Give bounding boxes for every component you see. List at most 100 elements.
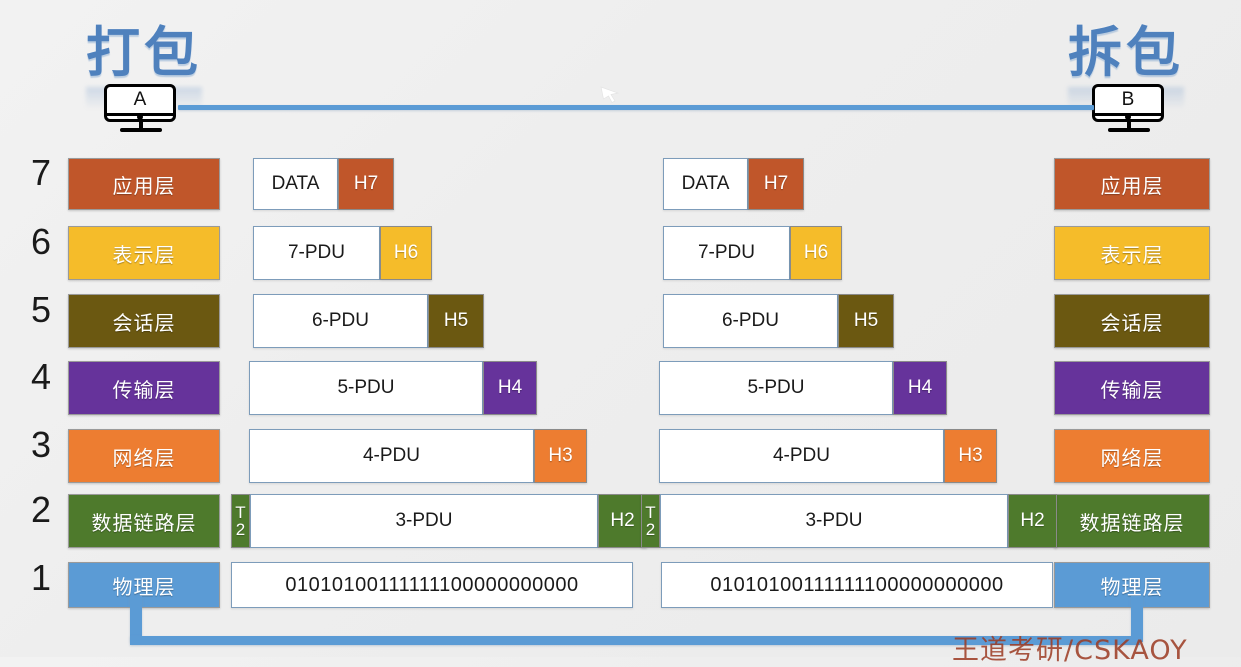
pdu-header-h3: H3 <box>534 429 587 483</box>
trailer-line-1: T <box>235 502 246 522</box>
layer-name-label: 表示层 <box>112 242 176 267</box>
layer-name-box-7-right[interactable]: 应用层 <box>1054 158 1210 210</box>
layer-number-4: 4 <box>30 356 52 397</box>
pdu-body-1: 01010100111111100000000000 <box>231 562 633 608</box>
pdu-packet-layer-4-right[interactable]: 5-PDU H4 <box>659 361 947 415</box>
host-b-label: B <box>1121 89 1135 110</box>
pdu-body-4: 5-PDU <box>659 361 893 415</box>
host-a-label: A <box>133 89 147 110</box>
pdu-body-7: DATA <box>253 158 338 210</box>
layer-name-box-2-left[interactable]: 数据链路层 <box>68 494 220 548</box>
pdu-body-4: 5-PDU <box>249 361 483 415</box>
pdu-body-2: 3-PDU <box>660 494 1008 548</box>
layer-name-box-3-right[interactable]: 网络层 <box>1054 429 1210 483</box>
layer-number-7: 7 <box>30 152 52 193</box>
pdu-header-h5: H5 <box>428 294 484 348</box>
trailer-line-2: 2 <box>235 520 246 539</box>
osi-row-layer-4: 4 传输层 传输层 5-PDU H4 5-PDU H4 <box>0 356 1241 415</box>
pdu-packet-layer-5-right[interactable]: 6-PDU H5 <box>663 294 894 348</box>
layer-name-box-6-right[interactable]: 表示层 <box>1054 226 1210 280</box>
layer-name-label: 物理层 <box>1100 574 1164 599</box>
pdu-header-label: H7 <box>763 173 789 194</box>
connector-horizontal <box>130 636 1140 645</box>
layer-number-6: 6 <box>30 221 52 262</box>
layer-name-label: 应用层 <box>112 173 176 198</box>
layer-name-box-6-left[interactable]: 表示层 <box>68 226 220 280</box>
layer-name-label: 数据链路层 <box>91 510 197 535</box>
pdu-body-3: 4-PDU <box>659 429 944 483</box>
bit-stream-label: 01010100111111100000000000 <box>710 573 1004 596</box>
pdu-body-label: 3-PDU <box>395 510 453 531</box>
osi-row-layer-5: 5 会话层 会话层 6-PDU H5 6-PDU H5 <box>0 289 1241 348</box>
layer-name-label: 传输层 <box>1100 377 1164 402</box>
pdu-body-label: 7-PDU <box>697 242 755 263</box>
layer-name-box-2-right[interactable]: 数据链路层 <box>1054 494 1210 548</box>
host-b-computer-icon: B <box>1092 84 1168 136</box>
layer-name-box-7-left[interactable]: 应用层 <box>68 158 220 210</box>
layer-name-box-5-right[interactable]: 会话层 <box>1054 294 1210 348</box>
pdu-body-label: 6-PDU <box>721 310 779 331</box>
pdu-body-1: 01010100111111100000000000 <box>661 562 1053 608</box>
layer-name-label: 会话层 <box>1100 310 1164 335</box>
pdu-header-h5: H5 <box>838 294 894 348</box>
pdu-header-label: H6 <box>803 242 829 263</box>
pdu-body-label: 6-PDU <box>311 310 369 331</box>
layer-name-box-4-right[interactable]: 传输层 <box>1054 361 1210 415</box>
pdu-header-label: H4 <box>907 377 933 398</box>
mouse-pointer-icon <box>600 86 620 103</box>
pdu-body-6: 7-PDU <box>663 226 790 280</box>
pdu-header-h2: H2 <box>1008 494 1057 548</box>
monitor-stand-neck <box>138 122 143 129</box>
pdu-body-5: 6-PDU <box>663 294 838 348</box>
layer-name-label: 表示层 <box>1100 242 1164 267</box>
pdu-body-label: DATA <box>271 173 320 194</box>
pdu-packet-layer-1-right[interactable]: 01010100111111100000000000 <box>661 562 1053 608</box>
pdu-header-h4: H4 <box>483 361 537 415</box>
connector-left-drop <box>130 596 142 642</box>
pdu-packet-layer-4-left[interactable]: 5-PDU H4 <box>249 361 537 415</box>
pdu-body-label: DATA <box>681 173 730 194</box>
pdu-header-label: H2 <box>610 510 635 531</box>
pdu-packet-layer-3-right[interactable]: 4-PDU H3 <box>659 429 997 483</box>
pdu-body-label: 4-PDU <box>772 445 830 466</box>
host-to-host-link-line <box>178 105 1094 110</box>
pdu-header-h2: H2 <box>598 494 647 548</box>
pdu-packet-layer-6-right[interactable]: 7-PDU H6 <box>663 226 842 280</box>
pdu-packet-layer-5-left[interactable]: 6-PDU H5 <box>253 294 484 348</box>
pdu-header-h7: H7 <box>338 158 394 210</box>
pdu-packet-layer-7-left[interactable]: DATA H7 <box>253 158 394 210</box>
unpacking-title: 拆包 <box>1068 8 1184 87</box>
pdu-body-6: 7-PDU <box>253 226 380 280</box>
host-a-computer-icon: A <box>104 84 180 136</box>
layer-number-5: 5 <box>30 289 52 330</box>
layer-name-box-1-left[interactable]: 物理层 <box>68 562 220 608</box>
pdu-header-label: H3 <box>958 445 983 466</box>
layer-name-label: 应用层 <box>1100 173 1164 198</box>
pdu-body-label: 5-PDU <box>337 377 395 398</box>
monitor-indicator-dot <box>137 113 143 120</box>
pdu-body-2: 3-PDU <box>250 494 598 548</box>
layer-name-label: 传输层 <box>112 377 176 402</box>
pdu-body-label: 7-PDU <box>287 242 345 263</box>
pdu-packet-layer-7-right[interactable]: DATA H7 <box>663 158 804 210</box>
osi-row-layer-6: 6 表示层 表示层 7-PDU H6 7-PDU H6 <box>0 221 1241 280</box>
layer-name-label: 会话层 <box>112 310 176 335</box>
pdu-header-h6: H6 <box>790 226 842 280</box>
pdu-packet-layer-6-left[interactable]: 7-PDU H6 <box>253 226 432 280</box>
trailer-line-2: 2 <box>645 520 656 539</box>
monitor-stand-base <box>120 128 162 132</box>
pdu-header-h3: H3 <box>944 429 997 483</box>
pdu-header-h6: H6 <box>380 226 432 280</box>
layer-name-box-4-left[interactable]: 传输层 <box>68 361 220 415</box>
pdu-packet-layer-1-left[interactable]: 01010100111111100000000000 <box>231 562 633 608</box>
layer-number-3: 3 <box>30 424 52 465</box>
pdu-body-7: DATA <box>663 158 748 210</box>
layer-name-box-3-left[interactable]: 网络层 <box>68 429 220 483</box>
layer-name-box-5-left[interactable]: 会话层 <box>68 294 220 348</box>
